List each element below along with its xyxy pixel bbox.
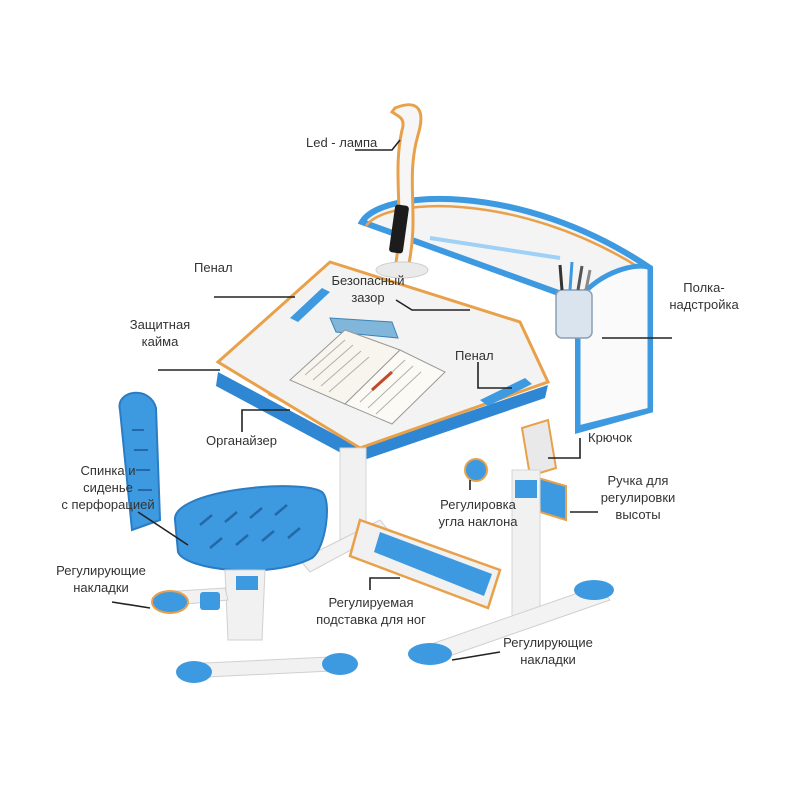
- callout-back-seat-line-2: сиденье: [83, 480, 133, 495]
- shelf-side-panel: [575, 263, 653, 432]
- callout-footrest: Регулируемая подставка для ног: [308, 594, 434, 628]
- leader-footrest: [369, 577, 400, 590]
- callout-shelf: Полка- надстройка: [662, 279, 746, 313]
- callout-safe-gap: Безопасный зазор: [322, 272, 414, 306]
- callout-tilt-adjust: Регулировка угла наклона: [428, 496, 528, 530]
- callout-footrest-line-1: Регулируемая: [328, 595, 414, 610]
- leader-pads-right: [451, 651, 501, 661]
- footrest-pad: [374, 532, 492, 596]
- chair-pad-left: [151, 590, 189, 614]
- led-lamp: [375, 103, 429, 279]
- backrest-perforations: [132, 429, 152, 491]
- pen: [558, 264, 564, 291]
- chair-seat: [173, 485, 328, 572]
- leader-led-lamp: [355, 139, 401, 151]
- chair-height-clip: [200, 592, 220, 610]
- callout-organizer: Органайзер: [206, 433, 277, 448]
- leader-pencil-right: [477, 362, 512, 389]
- shelf-unit: [357, 195, 653, 434]
- pen: [584, 269, 592, 291]
- callout-height-handle-line-1: Ручка для: [607, 473, 669, 488]
- lamp-base: [375, 261, 429, 279]
- hook-bracket: [520, 418, 558, 478]
- shelf-led-strip: [429, 236, 561, 260]
- chair-pad-front-left: [176, 661, 212, 683]
- chair: [118, 391, 358, 683]
- foot-pad-back: [574, 580, 614, 600]
- chair-column-clip: [236, 576, 258, 590]
- shelf-outline-highlight: [364, 205, 641, 270]
- callout-shelf-line-1: Полка-: [683, 280, 725, 295]
- desk-top: [215, 260, 551, 462]
- callout-safe-gap-line-2: зазор: [351, 290, 385, 305]
- leader-hook: [548, 438, 581, 459]
- callout-height-handle: Ручка для регулировки высоты: [590, 472, 686, 523]
- callout-pads-left-line-1: Регулирующие: [56, 563, 146, 578]
- pen: [576, 265, 584, 291]
- chair-backrest: [118, 391, 162, 532]
- callout-protective-edge: Защитная кайма: [120, 316, 200, 350]
- callout-footrest-line-2: подставка для ног: [316, 612, 426, 627]
- desk-frame: [299, 447, 614, 665]
- chair-pad-front-right: [322, 653, 358, 675]
- tilt-knob: [464, 458, 488, 482]
- callout-shelf-line-2: надстройка: [669, 297, 739, 312]
- callout-led-lamp: Led - лампа: [306, 135, 378, 150]
- lamp-light-panel: [389, 204, 409, 254]
- callout-pencil-case-right: Пенал: [455, 348, 494, 363]
- callout-height-handle-line-2: регулировки: [600, 490, 676, 505]
- callout-back-seat-line-1: Спинка и: [80, 463, 136, 478]
- callout-tilt-adjust-line-2: угла наклона: [438, 514, 518, 529]
- leader-organizer: [241, 409, 290, 432]
- seat-perforations: [199, 504, 301, 549]
- leader-pads-left: [111, 601, 151, 609]
- callout-height-handle-line-3: высоты: [615, 507, 661, 522]
- callout-safe-gap-line-1: Безопасный: [331, 273, 405, 288]
- desk-blue-edge: [216, 372, 548, 462]
- leader-lines: [111, 139, 672, 661]
- callout-back-seat: Спинка и сиденье с перфорацией: [52, 462, 164, 513]
- callout-pads-left: Регулирующие накладки: [48, 562, 154, 596]
- height-crank-handle: [536, 476, 567, 522]
- callout-pads-left-line-2: накладки: [73, 580, 129, 595]
- leader-safe-gap: [395, 299, 470, 311]
- pen: [568, 261, 574, 291]
- pencil-on-book: [370, 370, 394, 392]
- callout-pencil-case-left: Пенал: [194, 260, 233, 275]
- pencil-groove-right: [480, 378, 532, 406]
- callout-protective-edge-line-2: кайма: [141, 334, 179, 349]
- leader-back-seat: [137, 511, 189, 546]
- callout-pads-right: Регулирующие накладки: [494, 634, 602, 668]
- callout-tilt-adjust-line-1: Регулировка: [440, 497, 516, 512]
- callout-back-seat-line-3: с перфорацией: [61, 497, 155, 512]
- callout-pads-right-line-2: накладки: [520, 652, 576, 667]
- leg-blue-clip: [515, 480, 537, 498]
- callout-pads-right-line-1: Регулирующие: [503, 635, 593, 650]
- pencil-cup: [555, 289, 593, 339]
- pencil-groove-left: [290, 288, 330, 322]
- callout-protective-edge-line-1: Защитная: [129, 317, 191, 332]
- callout-hook: Крючок: [588, 430, 632, 445]
- foot-pad-front: [408, 643, 452, 665]
